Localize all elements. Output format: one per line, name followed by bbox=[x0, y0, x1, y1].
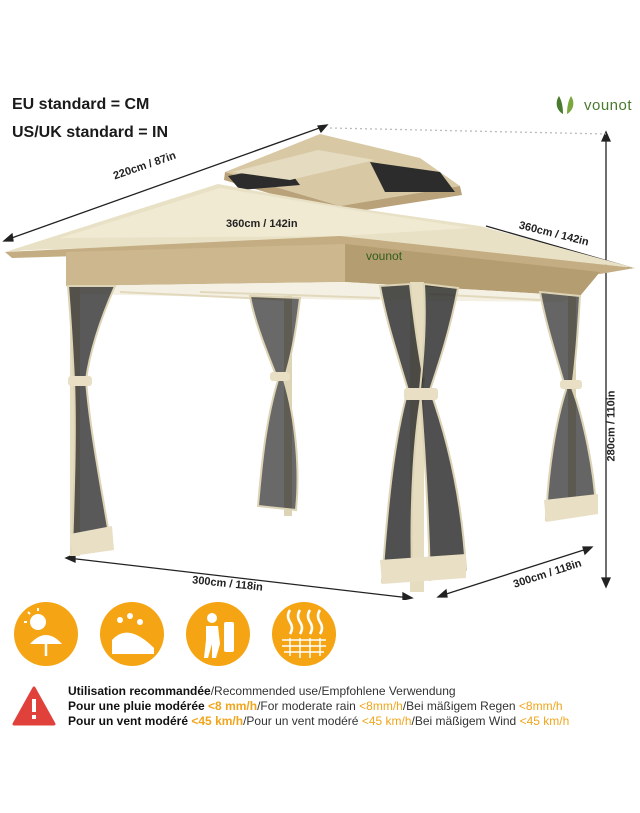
uv-protection-icon bbox=[14, 602, 78, 666]
upper-roof bbox=[224, 134, 462, 214]
rain-resistant-icon bbox=[100, 602, 164, 666]
curtain-hems bbox=[70, 494, 598, 584]
leaf-logo-icon bbox=[556, 96, 574, 114]
main-roof bbox=[5, 184, 635, 274]
heat-resistant-icon bbox=[272, 602, 336, 666]
dim-roof-width: 360cm / 142in bbox=[226, 218, 298, 230]
gazebo-illustration: vounot bbox=[2, 124, 635, 600]
usage-line-3: Pour un vent modéré <45 km/h/Pour un ven… bbox=[68, 714, 570, 728]
brand-name: vounot bbox=[584, 96, 633, 114]
eu-standard-label: EU standard = CM bbox=[12, 96, 150, 113]
canopy-valance: vounot bbox=[66, 244, 600, 296]
usage-info: Utilisation recommandée/Recommended use/… bbox=[68, 684, 569, 729]
warning-icon bbox=[12, 686, 56, 726]
svg-text:vounot: vounot bbox=[366, 249, 403, 263]
brand-logo: vounot bbox=[552, 92, 632, 118]
dim-height: 280cm / 110in bbox=[605, 390, 618, 462]
frame-legs bbox=[70, 282, 576, 592]
usage-line-1: Utilisation recommandée/Recommended use/… bbox=[68, 684, 456, 698]
feature-badges bbox=[12, 600, 338, 668]
easy-setup-icon bbox=[186, 602, 250, 666]
curtain-ties bbox=[68, 372, 582, 400]
usage-line-2: Pour une pluie modérée <8 mm/h/For moder… bbox=[68, 699, 563, 713]
mesh-curtains bbox=[66, 282, 598, 584]
uk-standard-label: US/UK standard = IN bbox=[12, 124, 169, 141]
